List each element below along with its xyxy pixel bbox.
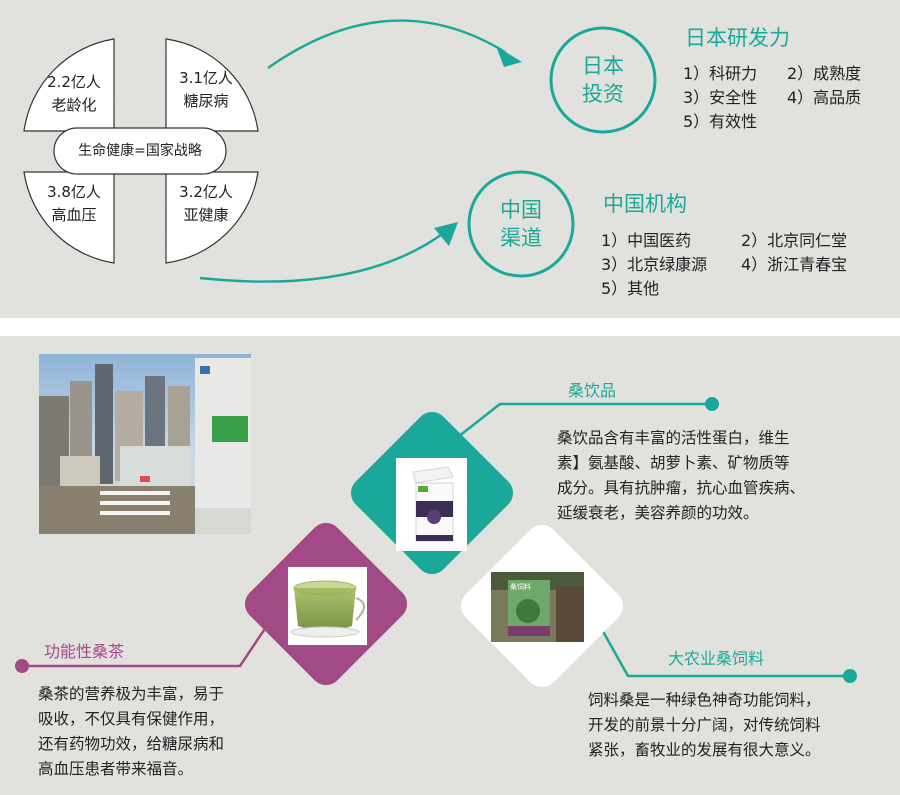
japan-heading: 日本研发力 [685,26,790,50]
bottom-graphics [15,354,857,688]
arrow-to-japan [267,19,506,69]
japan-list: 1）科研力 2）成熟度 3）安全性 4）高品质 5）有效性 [683,62,861,134]
feed-line-3: 紧张，畜牧业的发展有很大意义。 [588,741,821,759]
feed-title: 大农业桑饲料 [668,649,765,668]
feed-connector-dot [843,669,857,683]
arrow-head-japan [496,46,522,67]
china-circle-line1: 中国 [500,198,542,222]
china-circle-text: 中国 渠道 [481,196,561,252]
china-channel-circle [467,170,575,278]
drink-line-3: 成分。具有抗肿瘤，抗心血管疾病、 [557,479,806,497]
drink-connector-dot [705,397,719,411]
bottom-panel: 桑饮品 桑饮品含有丰富的活性蛋白，维生 素】氨基酸、胡萝卜素、矿物质等 成分。具… [0,336,900,795]
feed-line-2: 开发的前景十分广阔，对传统饲料 [588,716,821,734]
japan-circle-line1: 日本 [582,54,624,78]
china-circle-line2: 渠道 [500,226,542,250]
china-heading: 中国机构 [603,192,687,216]
quadrant-top-left [23,38,115,132]
china-list: 1）中国医药 2）北京同仁堂 3）北京绿康源 4）浙江青春宝 5）其他 [601,229,847,301]
japan-circle-text: 日本 投资 [563,52,643,108]
china-item-3: 3）北京绿康源 [601,255,708,274]
china-item-2: 2）北京同仁堂 [741,231,848,250]
feed-package-label: 桑饲料 [510,583,531,591]
tea-connector-dot [15,659,29,673]
center-pill [53,127,227,175]
drink-product-image [396,458,467,551]
tea-line-4: 高血压患者带来福音。 [38,760,194,778]
japan-item-3: 3）安全性 [683,88,758,107]
feed-connector-line [598,625,850,678]
feed-description: 饲料桑是一种绿色神奇功能饲料， 开发的前景十分广阔，对传统饲料 紧张，畜牧业的发… [588,688,821,763]
arrow-to-china [199,231,446,283]
tea-description: 桑茶的营养极为丰富，易于 吸收，不仅具有保健作用， 还有药物功效，给糖尿病和 高… [38,682,224,782]
quadrant-diabetes: 3.1亿人 糖尿病 [170,67,242,113]
subhealth-value: 3.2亿人 [179,183,233,201]
top-panel: 2.2亿人 老龄化 3.1亿人 糖尿病 3.8亿人 高血压 3.2亿人 亚健康 … [0,0,900,318]
city-photo [39,354,251,534]
tea-title: 功能性桑茶 [44,642,125,661]
quadrant-subhealth: 3.2亿人 亚健康 [170,181,242,227]
hypertension-value: 3.8亿人 [47,183,101,201]
quadrant-top-right [165,38,259,132]
drink-title: 桑饮品 [568,381,617,400]
diabetes-value: 3.1亿人 [179,69,233,87]
feed-line-1: 饲料桑是一种绿色神奇功能饲料， [588,691,821,709]
diabetes-label: 糖尿病 [183,92,229,110]
center-label: 生命健康=国家战略 [78,143,202,159]
tea-line-3: 还有药物功效，给糖尿病和 [38,735,225,753]
japan-item-2: 2）成熟度 [787,64,862,83]
hypertension-label: 高血压 [51,206,97,224]
drink-line-1: 桑饮品含有丰富的活性蛋白，维生 [557,429,790,447]
japan-item-1: 1）科研力 [683,64,758,83]
china-item-1: 1）中国医药 [601,231,692,250]
arrow-head-china [434,222,458,246]
subhealth-label: 亚健康 [183,206,229,224]
quadrant-bottom-left [23,171,115,264]
japan-circle-line2: 投资 [582,82,624,106]
drink-description: 桑饮品含有丰富的活性蛋白，维生 素】氨基酸、胡萝卜素、矿物质等 成分。具有抗肿瘤… [557,426,805,526]
japan-item-5: 5）有效性 [683,112,758,131]
tea-glass-image [288,567,367,645]
aging-label: 老龄化 [51,96,97,114]
health-quadrant-diagram [23,38,259,264]
feed-package-image [491,572,584,642]
china-item-5: 5）其他 [601,279,660,298]
tea-line-1: 桑茶的营养极为丰富，易于 [38,685,225,703]
tea-line-2: 吸收，不仅具有保健作用， [38,710,225,728]
japan-investment-circle [549,26,657,134]
china-item-4: 4）浙江青春宝 [741,255,848,274]
quadrant-bottom-right [165,171,259,264]
quadrant-hypertension: 3.8亿人 高血压 [40,181,108,227]
top-graphics [23,19,657,283]
drink-line-4: 延缓衰老，美容养颜的功效。 [557,504,759,522]
drink-line-2: 素】氨基酸、胡萝卜素、矿物质等 [557,454,790,472]
quadrant-aging: 2.2亿人 老龄化 [40,71,108,117]
aging-value: 2.2亿人 [47,73,101,91]
japan-item-4: 4）高品质 [787,88,862,107]
